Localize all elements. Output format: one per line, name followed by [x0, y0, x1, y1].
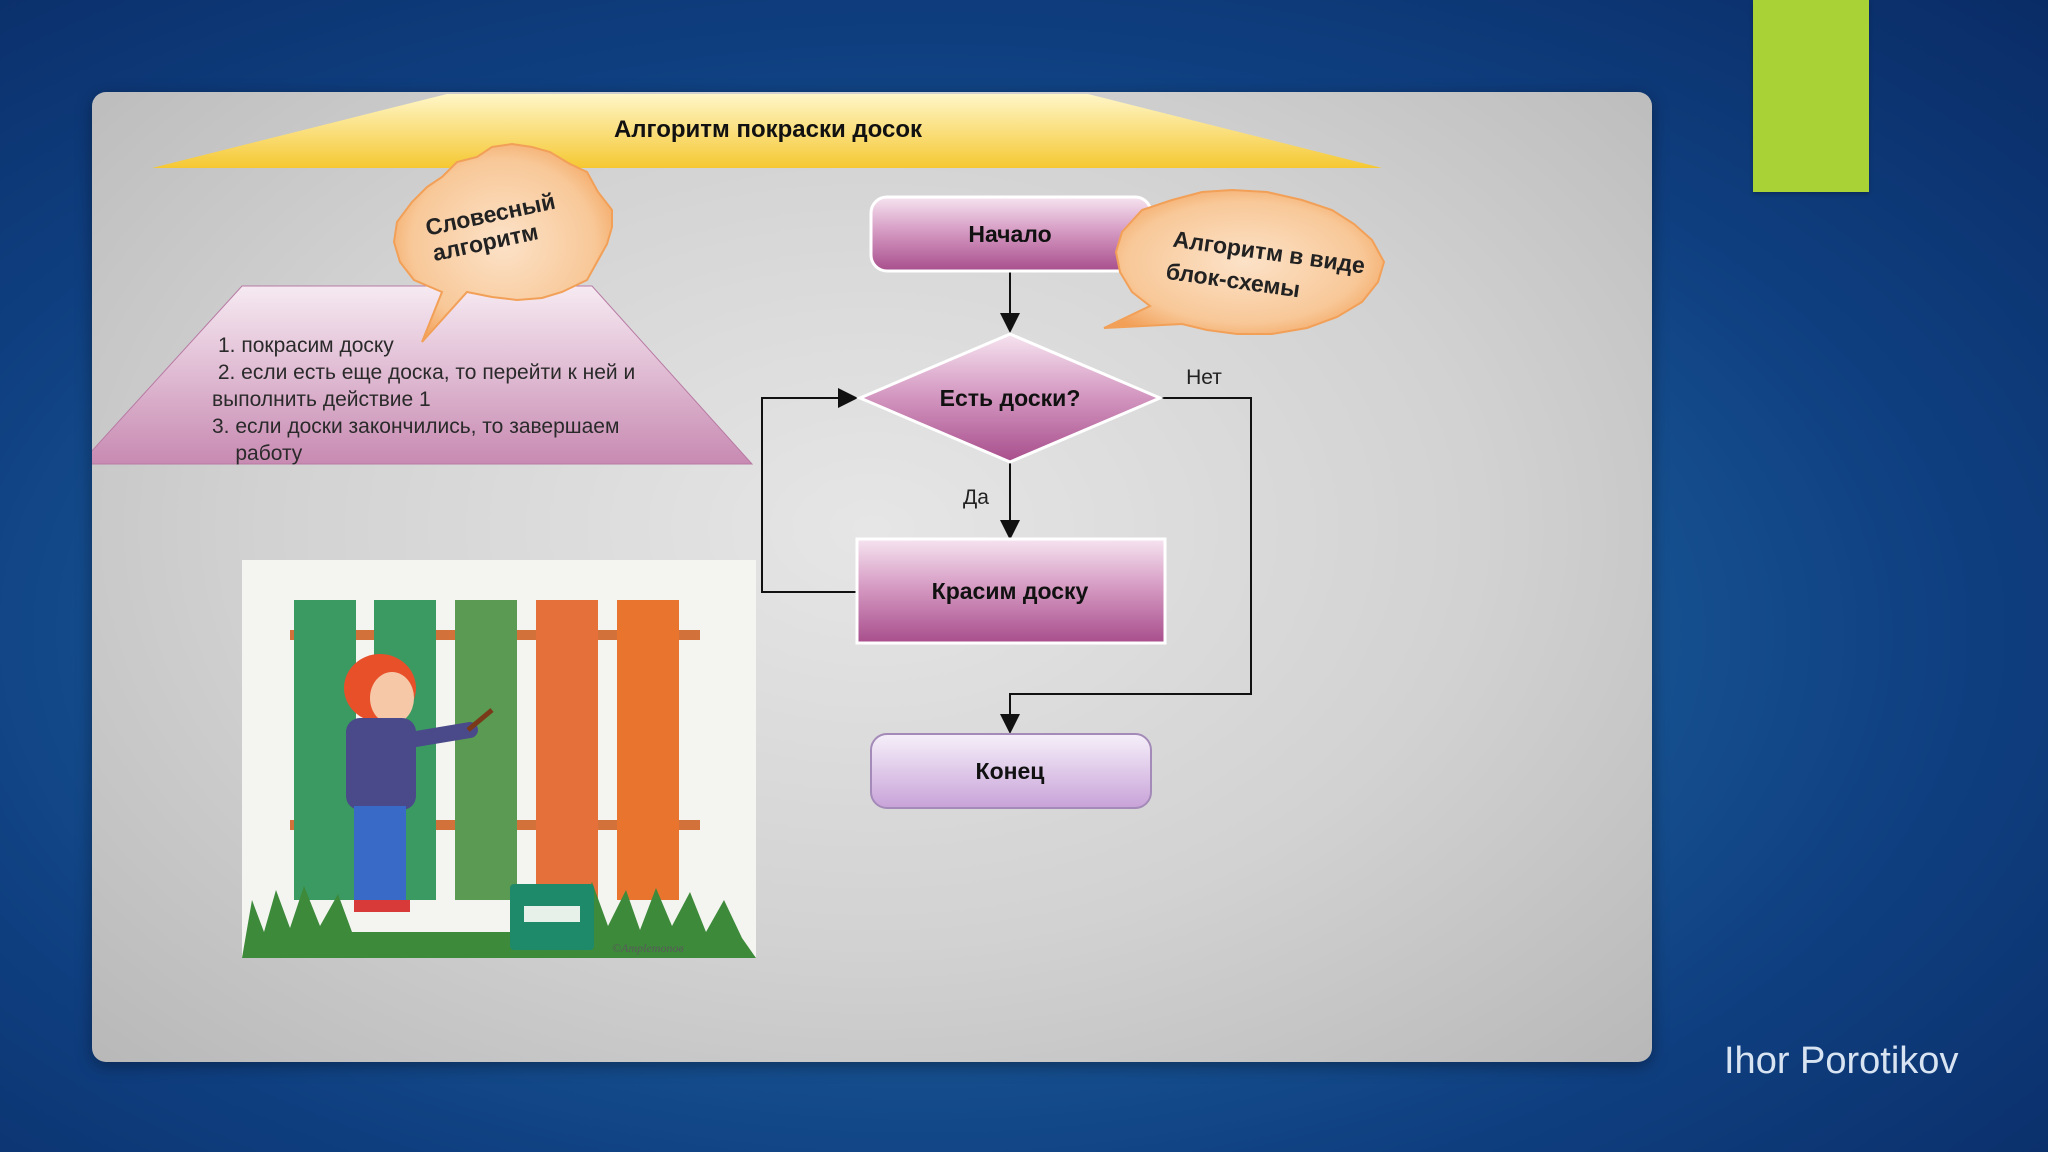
- boy-pants: [354, 806, 406, 906]
- process-label: Красим доску: [932, 578, 1089, 604]
- paint-brush: [466, 708, 494, 732]
- fence-illustration: ©Ampleтonов: [242, 560, 756, 958]
- connector-loop-back: [761, 388, 858, 593]
- verbal-step-1: 1. покрасим доску: [218, 334, 394, 357]
- boy-face: [370, 672, 414, 724]
- author-name: Ihor Porotikov: [1724, 1040, 1959, 1082]
- verbal-callout: Словесный алгоритм: [392, 142, 613, 343]
- boy-shirt: [346, 718, 416, 810]
- process-node: [855, 537, 1167, 645]
- grass: [242, 882, 756, 958]
- yes-label: Да: [963, 486, 989, 509]
- connector-no-branch: [1000, 397, 1252, 734]
- verbal-step-3: 3. если доски закончились, то завершаем: [212, 415, 620, 438]
- boy-arm: [402, 722, 478, 748]
- end-label: Конец: [976, 758, 1045, 784]
- decision-node: [856, 332, 1164, 464]
- verbal-step-2-cont: выполнить действие 1: [212, 388, 431, 411]
- flowchart-callout: Алгоритм в виде блок-схемы: [1103, 188, 1386, 335]
- no-label: Нет: [1186, 366, 1222, 389]
- fence-board-3: [455, 600, 517, 900]
- verbal-callout-shape: [392, 142, 613, 343]
- boy-shoes: [354, 900, 410, 912]
- verbal-step-3-cont: работу: [212, 442, 303, 465]
- title-banner: [152, 94, 1382, 168]
- slide-title: Алгоритм покраски досок: [614, 116, 923, 143]
- end-node: [870, 733, 1152, 809]
- illustration-signature: ©Ampleтonов: [612, 941, 684, 955]
- slide-panel: Алгоритм покраски досок Словесный алгори…: [92, 92, 1652, 1062]
- flowchart-callout-shape: [1103, 188, 1386, 335]
- fence-board-5: [617, 600, 679, 900]
- fence-drawing: ©Ampleтonов: [242, 600, 756, 958]
- slide-diagram: Алгоритм покраски досок Словесный алгори…: [92, 94, 1386, 809]
- fence-board-4: [536, 600, 598, 900]
- decision-label: Есть доски?: [940, 385, 1081, 411]
- paint-bucket-label: [524, 906, 580, 922]
- verbal-step-2: 2. если есть еще доска, то перейти к ней…: [212, 361, 636, 384]
- start-label: Начало: [968, 221, 1051, 247]
- accent-bar: [1753, 0, 1869, 192]
- fence-board-1: [294, 600, 356, 900]
